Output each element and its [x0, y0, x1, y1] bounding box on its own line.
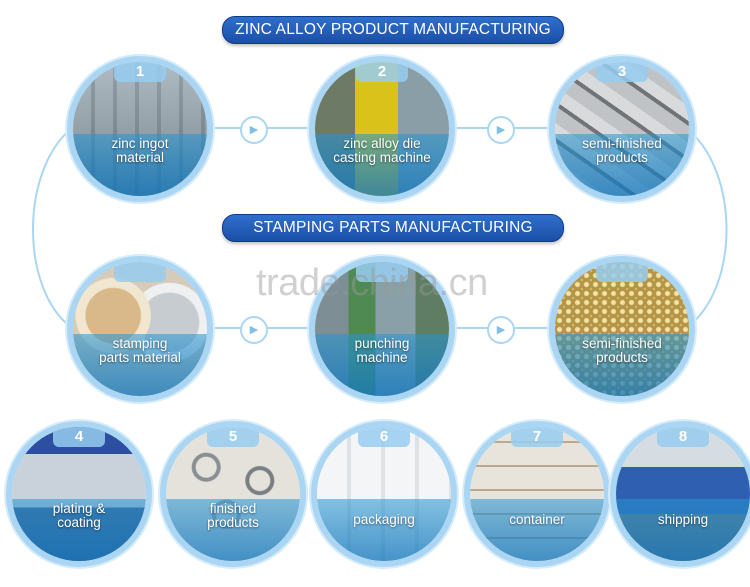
step-7-container: 7 container — [464, 421, 610, 567]
step-label: semi-finished products — [582, 336, 662, 366]
step-label: shipping — [657, 511, 709, 527]
stamping-parts-material: stamping parts material — [67, 256, 213, 402]
chevron-right-icon: ▶ — [487, 316, 515, 344]
step-number: 8 — [657, 427, 709, 447]
step-number: 4 — [53, 427, 105, 447]
step-label: finished products — [207, 501, 259, 531]
zinc-alloy-section-title: ZINC ALLOY PRODUCT MANUFACTURING — [222, 16, 564, 44]
step-label: zinc ingot material — [111, 136, 169, 166]
step-number-tab — [596, 262, 648, 282]
stamping-title-text: STAMPING PARTS MANUFACTURING — [253, 219, 533, 236]
step-5-finished-products: 5 finished products — [160, 421, 306, 567]
step-label: plating & coating — [52, 501, 106, 531]
step-number: 1 — [114, 62, 166, 82]
chevron-right-icon: ▶ — [487, 116, 515, 144]
step-label: stamping parts material — [99, 336, 181, 366]
step-number: 7 — [511, 427, 563, 447]
chevron-right-icon: ▶ — [240, 116, 268, 144]
step-4-plating-coating: 4 plating & coating — [6, 421, 152, 567]
step-6-packaging: 6 packaging — [311, 421, 457, 567]
zinc-alloy-title-text: ZINC ALLOY PRODUCT MANUFACTURING — [235, 21, 551, 38]
step-label: punching machine — [354, 336, 410, 366]
step-number-tab — [356, 262, 408, 282]
step-label: zinc alloy die casting machine — [333, 136, 431, 166]
step-2-die-casting-machine: 2 zinc alloy die casting machine — [309, 56, 455, 202]
step-1-zinc-ingot: 1 zinc ingot material — [67, 56, 213, 202]
step-number: 3 — [596, 62, 648, 82]
stamping-section-title: STAMPING PARTS MANUFACTURING — [222, 214, 564, 242]
stamping-semi-finished-products: semi-finished products — [549, 256, 695, 402]
step-3-semi-finished-products: 3 semi-finished products — [549, 56, 695, 202]
step-number: 2 — [356, 62, 408, 82]
chevron-right-icon: ▶ — [240, 316, 268, 344]
punching-machine: punching machine — [309, 256, 455, 402]
step-label: container — [509, 511, 565, 527]
step-number: 5 — [207, 427, 259, 447]
step-label: packaging — [353, 511, 415, 527]
step-label: semi-finished products — [582, 136, 662, 166]
step-number-tab — [114, 262, 166, 282]
watermark: trade.china.cn — [256, 262, 488, 304]
step-8-shipping: 8 shipping — [610, 421, 750, 567]
step-number: 6 — [358, 427, 410, 447]
